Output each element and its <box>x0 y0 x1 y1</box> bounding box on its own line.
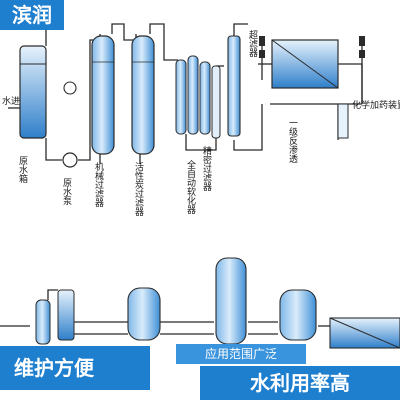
mechanical-filter <box>91 35 115 155</box>
label-raw-pump: 原水泵 <box>61 178 72 205</box>
ultrafilter <box>227 35 241 137</box>
reverse-osmosis-unit <box>271 39 339 89</box>
label-chem-dosing: 化学加药装置 <box>352 99 400 111</box>
label-softener: 全自动软化器 <box>185 159 196 214</box>
label-raw-tank: 原水箱 <box>17 156 28 184</box>
label-mech-filter: 机械过滤器 <box>93 161 104 207</box>
label-ultrafilter: 超滤器 <box>247 29 258 57</box>
automatic-softener <box>175 55 211 135</box>
precision-filter <box>211 65 221 139</box>
bottom-equipment <box>35 257 400 349</box>
feature-banner-efficiency: 水利用率高 <box>200 366 400 400</box>
chemical-dosing-device <box>337 103 349 139</box>
feature-banner-application: 应用范围广泛 <box>176 344 306 364</box>
activated-carbon-filter <box>131 35 155 155</box>
feature-banner-maintenance: 维护方便 <box>0 346 150 390</box>
label-precision-filter: 精密过滤器 <box>201 145 212 191</box>
label-water-in: 水进 <box>2 95 20 107</box>
label-carbon-filter: 活性炭过滤器 <box>133 161 144 216</box>
brand-logo: 滨润 <box>0 0 64 30</box>
pipe-network-bottom <box>0 289 330 335</box>
raw-water-tank <box>19 45 47 139</box>
label-ro1: 一级反渗透 <box>287 118 298 164</box>
valves <box>259 36 365 58</box>
raw-water-pump <box>62 81 78 168</box>
